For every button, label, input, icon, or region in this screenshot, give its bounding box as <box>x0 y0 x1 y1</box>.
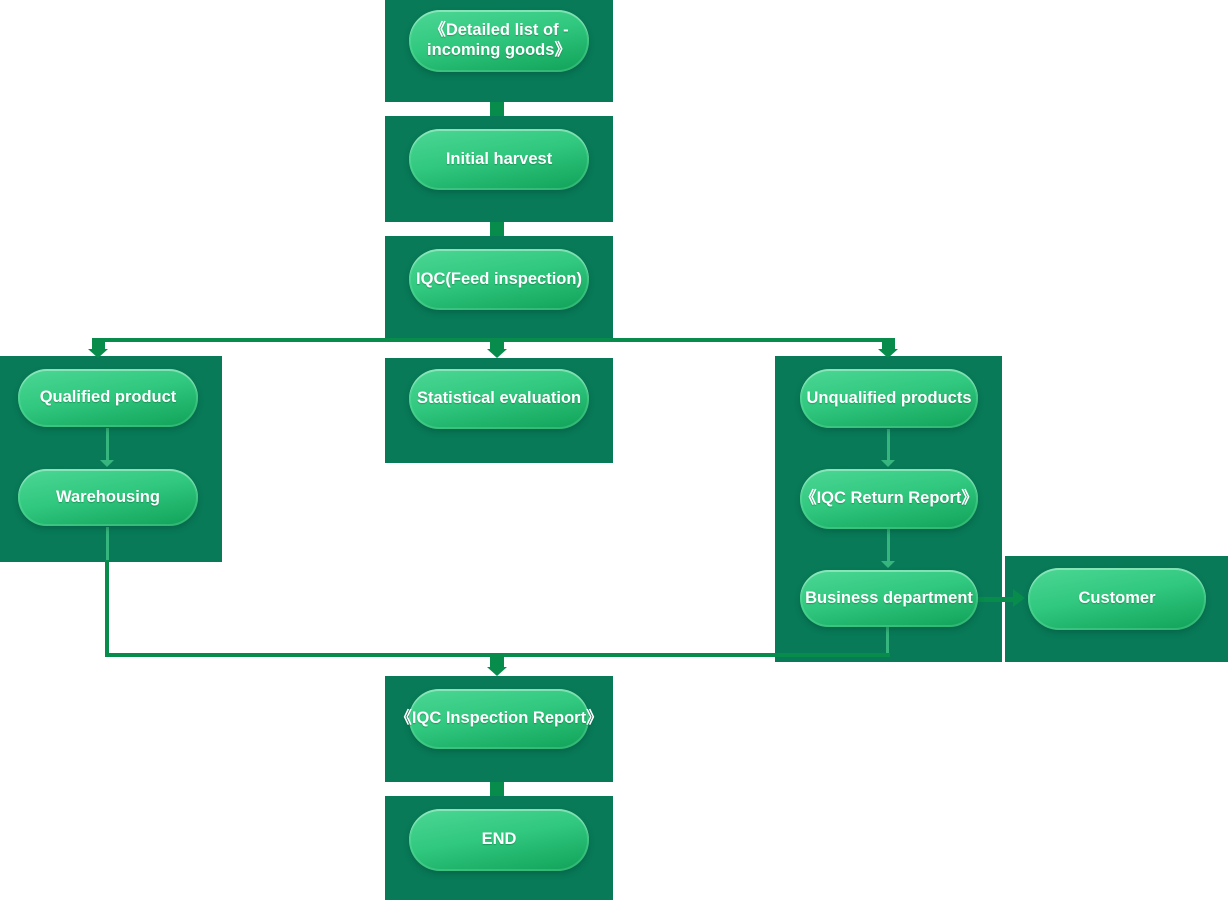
connector-return-to-business <box>887 529 890 562</box>
connector-detailed-to-initial <box>490 102 504 116</box>
node-unqualified-products: Unqualified products <box>800 369 978 428</box>
arrow-right-icon <box>1013 589 1025 607</box>
connector-initial-to-iqc <box>490 222 504 236</box>
connector-business-to-customer <box>975 597 1015 602</box>
node-statistical-evaluation: Statistical evaluation <box>409 369 589 429</box>
node-business-department: Business department <box>800 570 978 627</box>
arrow-down-icon <box>878 349 898 358</box>
node-qualified-product: Qualified product <box>18 369 198 427</box>
connector-report-to-end <box>490 782 504 796</box>
node-iqc-return-report: 《IQC Return Report》 <box>800 469 978 529</box>
node-customer: Customer <box>1028 568 1206 630</box>
arrow-down-icon <box>881 561 895 568</box>
connector-branch-right <box>882 338 895 351</box>
node-initial-harvest: Initial harvest <box>409 129 589 190</box>
connector-warehousing-down <box>105 560 109 657</box>
node-warehousing: Warehousing <box>18 469 198 526</box>
node-end: END <box>409 809 589 871</box>
node-iqc-inspection-report: 《IQC Inspection Report》 <box>395 689 603 749</box>
connector-branch-middle <box>490 342 504 350</box>
arrow-down-icon <box>88 349 108 358</box>
connector-merge-line <box>105 653 890 657</box>
connector-unqualified-to-return <box>887 429 890 461</box>
arrow-down-icon <box>881 460 895 467</box>
arrow-down-icon <box>100 460 114 467</box>
node-iqc-feed-inspection: IQC(Feed inspection) <box>409 249 589 310</box>
connector-branch-line <box>96 338 895 342</box>
node-detailed-list-of-incoming-goods: 《Detailed list of - incoming goods》 <box>409 10 589 72</box>
connector-branch-left <box>92 338 105 351</box>
arrow-down-icon <box>487 349 507 358</box>
connector-warehousing-out <box>106 527 109 560</box>
connector-merge-to-report <box>490 657 504 667</box>
connector-business-down <box>886 627 889 653</box>
connector-qualified-to-warehousing <box>106 428 109 461</box>
arrow-down-icon <box>487 667 507 676</box>
